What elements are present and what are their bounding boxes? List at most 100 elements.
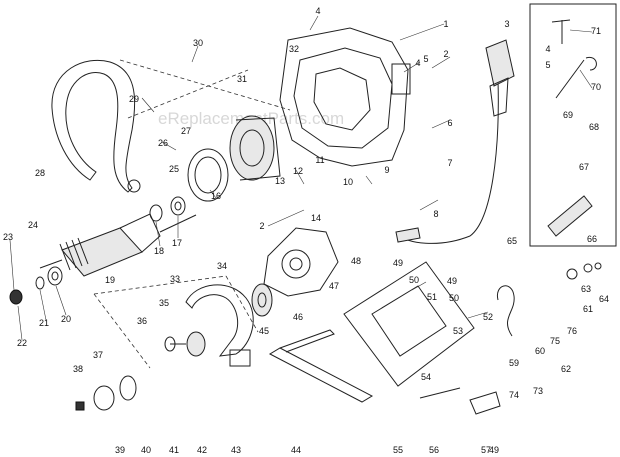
callout-11: 11 bbox=[315, 155, 324, 165]
callout-3: 3 bbox=[504, 19, 509, 29]
part-59-dust-hose bbox=[496, 285, 515, 337]
callout-64: 64 bbox=[599, 294, 609, 304]
leader-lines bbox=[9, 15, 593, 341]
callout-65: 65 bbox=[507, 236, 517, 246]
callout-41: 41 bbox=[169, 445, 179, 455]
callout-4c: 4 bbox=[545, 44, 550, 54]
callout-71: 71 bbox=[591, 26, 601, 36]
callout-28: 28 bbox=[35, 168, 45, 178]
callout-38: 38 bbox=[73, 364, 83, 374]
part-56-lever-arm bbox=[419, 387, 461, 399]
callout-55: 55 bbox=[393, 445, 403, 455]
callout-14: 14 bbox=[311, 213, 321, 223]
callout-52: 52 bbox=[483, 312, 493, 322]
part-40-inner-flange bbox=[119, 375, 137, 401]
part-41-spindle bbox=[164, 336, 186, 352]
part-55-base-plate bbox=[343, 261, 475, 387]
callout-40: 40 bbox=[141, 445, 151, 455]
callout-18: 18 bbox=[154, 246, 164, 256]
callout-10: 10 bbox=[343, 177, 353, 187]
callout-4a: 4 bbox=[315, 6, 320, 16]
part-38-blade-bolt bbox=[75, 401, 85, 411]
part-callouts: 1223444556789101112131416171819202122232… bbox=[3, 6, 609, 455]
callout-44: 44 bbox=[291, 445, 301, 455]
callout-56: 56 bbox=[429, 445, 439, 455]
callout-49b: 49 bbox=[447, 276, 457, 286]
callout-70: 70 bbox=[591, 82, 601, 92]
callout-5b: 5 bbox=[545, 60, 550, 70]
callout-19: 19 bbox=[105, 275, 115, 285]
part-39-outer-flange bbox=[93, 385, 115, 411]
part-70-wrench bbox=[555, 56, 597, 99]
part-28-rear-handle bbox=[51, 59, 141, 193]
part-71-hex-key bbox=[551, 19, 571, 44]
group-outline-28 bbox=[119, 59, 291, 111]
callout-50a: 50 bbox=[409, 275, 419, 285]
callout-43: 43 bbox=[231, 445, 241, 455]
callout-47: 47 bbox=[329, 281, 339, 291]
callout-53: 53 bbox=[453, 326, 463, 336]
part-16-baffle bbox=[187, 148, 229, 202]
group-outline-33 bbox=[93, 275, 227, 369]
callout-62: 62 bbox=[561, 364, 571, 374]
callout-22: 22 bbox=[17, 338, 27, 348]
part-32-motor-housing bbox=[279, 27, 411, 167]
callout-46: 46 bbox=[293, 312, 303, 322]
part-motor-field bbox=[229, 115, 281, 181]
callout-7: 7 bbox=[447, 158, 452, 168]
part-45-gear bbox=[251, 283, 273, 317]
callout-51: 51 bbox=[427, 292, 437, 302]
part-63-adapter bbox=[566, 262, 602, 280]
callout-31: 31 bbox=[237, 74, 247, 84]
callout-63: 63 bbox=[581, 284, 591, 294]
part-3-switch bbox=[485, 39, 515, 117]
callout-32: 32 bbox=[289, 44, 299, 54]
callout-20: 20 bbox=[61, 314, 71, 324]
callout-74: 74 bbox=[509, 390, 519, 400]
callout-9: 9 bbox=[384, 165, 389, 175]
callout-34: 34 bbox=[217, 261, 227, 271]
callout-23: 23 bbox=[3, 232, 13, 242]
callout-12: 12 bbox=[293, 166, 303, 176]
callout-60: 60 bbox=[535, 346, 545, 356]
callout-69: 69 bbox=[563, 110, 573, 120]
callout-29: 29 bbox=[129, 94, 139, 104]
part-20-bearing bbox=[47, 266, 63, 286]
callout-57: 57 bbox=[481, 445, 491, 455]
part-22-brush-cap bbox=[9, 289, 23, 305]
callout-73: 73 bbox=[533, 386, 543, 396]
callout-26: 26 bbox=[158, 138, 168, 148]
part-47-gear-case bbox=[263, 227, 339, 297]
group-outline-29 bbox=[127, 69, 249, 119]
callout-30: 30 bbox=[193, 38, 203, 48]
callout-6: 6 bbox=[447, 118, 452, 128]
callout-68: 68 bbox=[589, 122, 599, 132]
callout-75: 75 bbox=[550, 336, 560, 346]
callout-8: 8 bbox=[433, 209, 438, 219]
callout-27: 27 bbox=[181, 126, 191, 136]
part-17-bearing bbox=[170, 196, 186, 216]
callout-2b: 2 bbox=[259, 221, 264, 231]
callout-37: 37 bbox=[93, 350, 103, 360]
part-34-blade-guard bbox=[185, 284, 254, 367]
part-42-spindle-bearing bbox=[186, 331, 206, 357]
callout-4b: 4 bbox=[415, 58, 420, 68]
accessory-box bbox=[529, 3, 617, 247]
part-66-side-handle bbox=[547, 195, 593, 237]
callout-66: 66 bbox=[587, 234, 597, 244]
callout-36: 36 bbox=[137, 316, 147, 326]
callout-59: 59 bbox=[509, 358, 519, 368]
callout-17: 17 bbox=[172, 238, 182, 248]
callout-25: 25 bbox=[169, 164, 179, 174]
callout-13: 13 bbox=[275, 176, 285, 186]
callout-50b: 50 bbox=[449, 293, 459, 303]
callout-45: 45 bbox=[259, 326, 269, 336]
callout-2a: 2 bbox=[443, 49, 448, 59]
callout-24: 24 bbox=[28, 220, 38, 230]
part-57-depth-lever bbox=[469, 391, 501, 415]
part-65-power-cord bbox=[395, 79, 499, 244]
callout-16: 16 bbox=[211, 191, 221, 201]
callout-21: 21 bbox=[39, 318, 49, 328]
part-44-rip-guide bbox=[268, 329, 374, 403]
